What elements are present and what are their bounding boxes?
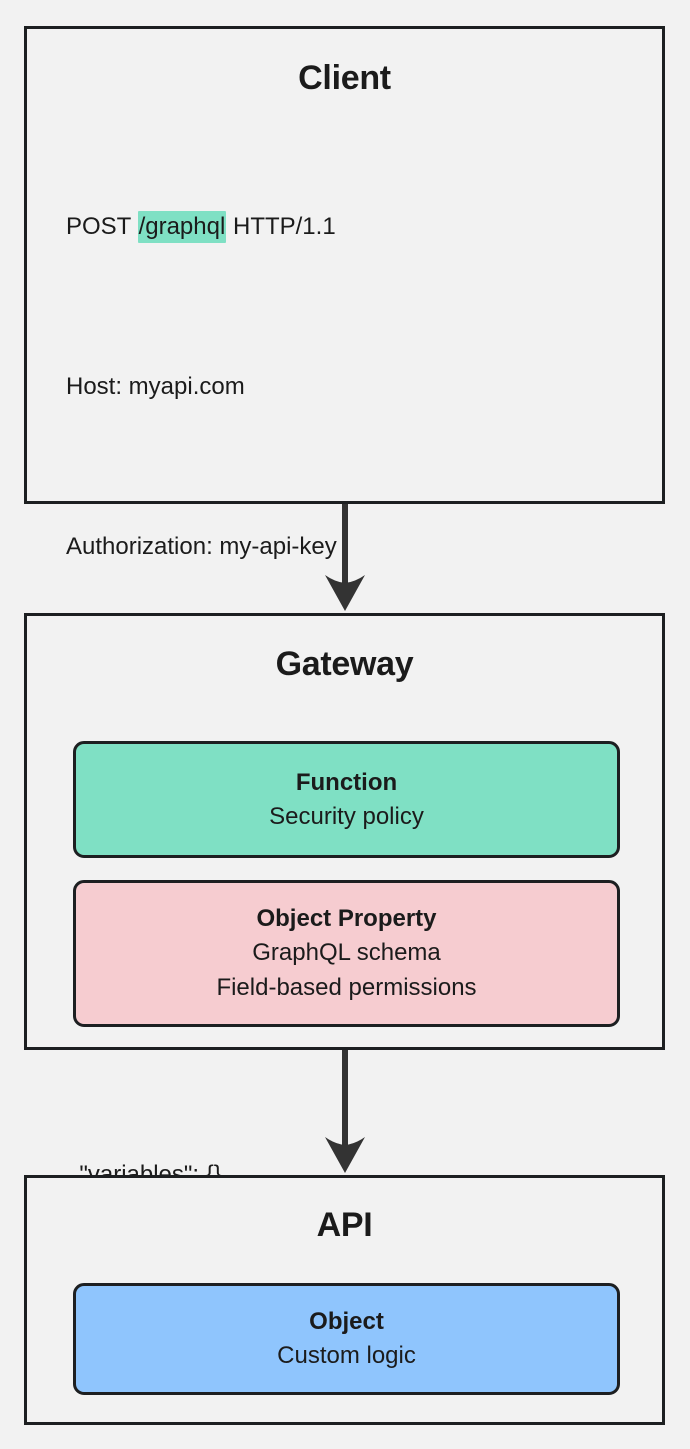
request-header-host: Host: myapi.com (66, 373, 245, 400)
card-object-line-1: Custom logic (277, 1342, 416, 1369)
card-object-property-line-1: GraphQL schema (252, 939, 441, 966)
arrow-gateway-to-api (321, 1050, 369, 1176)
card-function-title: Function (295, 768, 398, 796)
request-line-start: POST /graphql HTTP/1.1 (66, 207, 662, 247)
arrow-client-to-gateway (321, 504, 369, 614)
request-protocol-text: HTTP/1.1 (226, 213, 336, 240)
request-method-text: POST (66, 213, 138, 240)
request-path-highlight: /graphql (137, 211, 227, 243)
node-client-title: Client (298, 59, 391, 97)
card-object[interactable]: Object Custom logic (73, 1283, 620, 1395)
card-object-property-title: Object Property (256, 905, 437, 932)
node-gateway-title: Gateway (275, 645, 414, 683)
card-object-title: Object (309, 1308, 384, 1335)
node-api-title: API (316, 1206, 373, 1244)
arrow-down-icon (325, 504, 365, 611)
arrow-down-icon (325, 1050, 365, 1173)
card-function-line-1: Security policy (269, 802, 424, 830)
node-client: Client POST /graphql HTTP/1.1 Host: myap… (24, 26, 665, 1348)
request-header-authorization: Authorization: my-api-key (66, 533, 337, 560)
card-object-property-line-2: Field-based permissions (216, 974, 477, 1001)
card-function[interactable]: Function Security policy (73, 741, 620, 858)
card-object-property[interactable]: Object Property GraphQL schema Field-bas… (73, 880, 620, 1027)
